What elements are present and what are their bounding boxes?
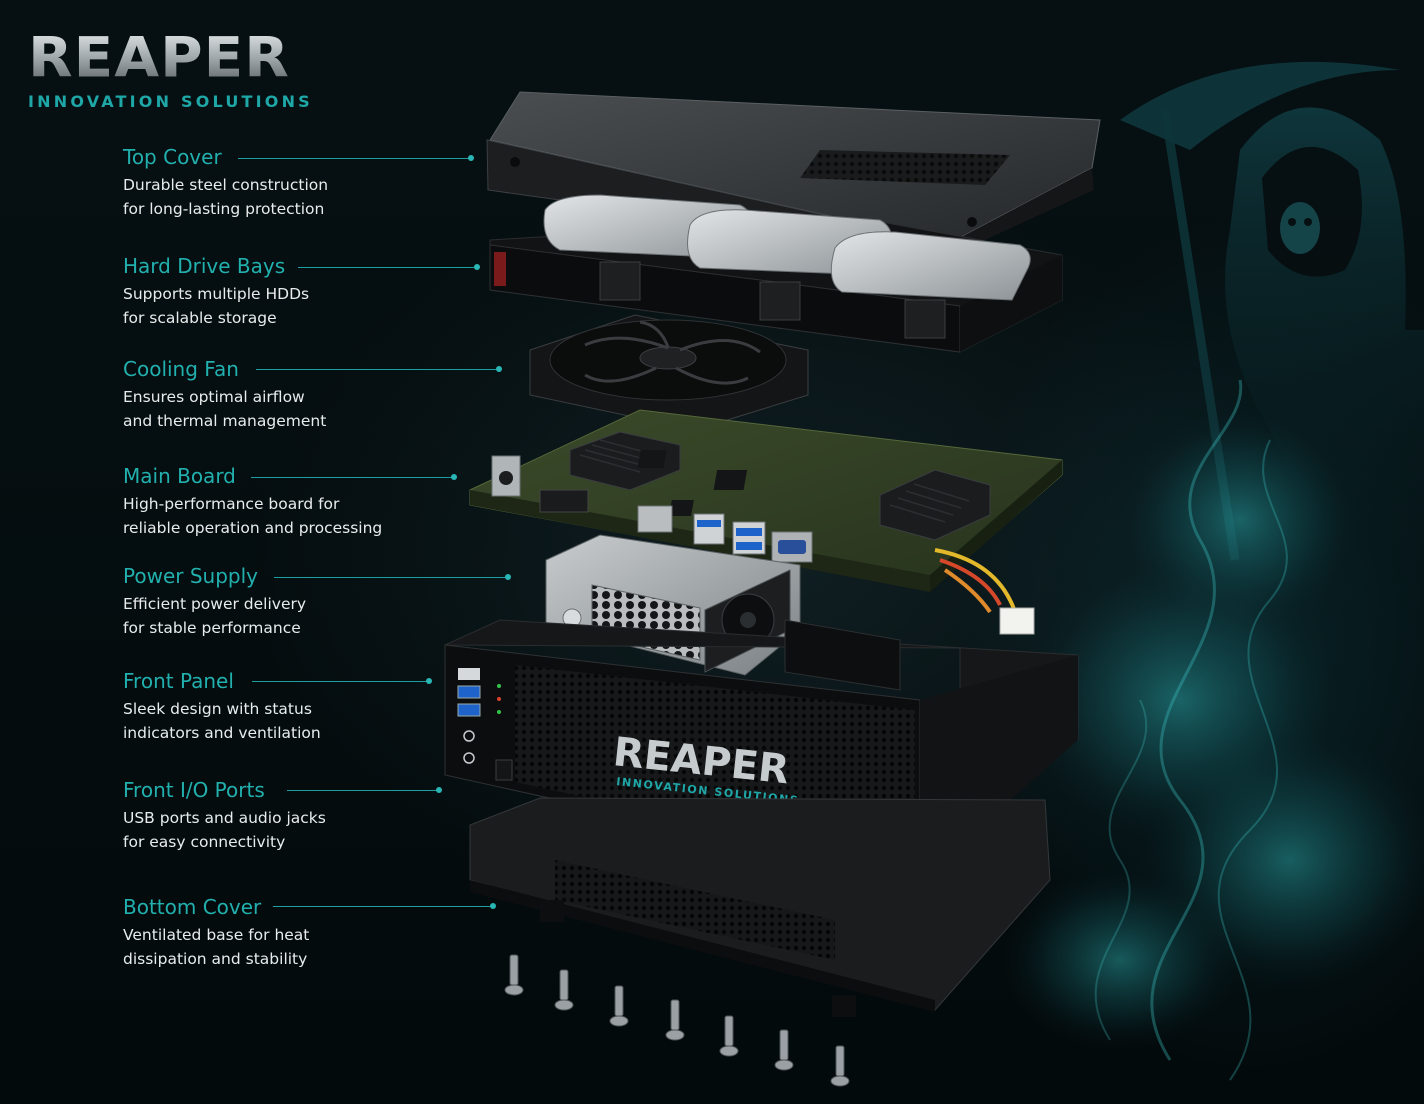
leader-line xyxy=(252,681,428,682)
callout-desc-line: reliable operation and processing xyxy=(123,519,383,537)
callout-bottom-cover: Bottom Cover Ventilated base for heat di… xyxy=(123,895,483,971)
callout-title: Front I/O Ports xyxy=(123,778,265,802)
callout-description: High-performance board for reliable oper… xyxy=(123,492,483,540)
callout-desc-line: Efficient power delivery xyxy=(123,595,307,613)
callout-title: Cooling Fan xyxy=(123,357,239,381)
callout-top-cover: Top Cover Durable steel construction for… xyxy=(123,145,483,221)
callout-desc-line: Ensures optimal airflow xyxy=(123,388,305,406)
callout-title: Front Panel xyxy=(123,669,234,693)
callout-title: Bottom Cover xyxy=(123,895,262,919)
callout-desc-line: Supports multiple HDDs xyxy=(123,285,310,303)
leader-line xyxy=(273,906,491,907)
callout-cooling-fan: Cooling Fan Ensures optimal airflow and … xyxy=(123,357,483,433)
leader-dot xyxy=(426,678,432,684)
leader-line xyxy=(256,369,498,370)
callout-desc-line: High-performance board for xyxy=(123,495,340,513)
callout-desc-line: USB ports and audio jacks xyxy=(123,809,326,827)
callout-desc-line: for long-lasting protection xyxy=(123,200,325,218)
front-io-ports-part xyxy=(457,668,481,764)
callout-desc-line: for stable performance xyxy=(123,619,301,637)
hard-drive-bays-part xyxy=(489,194,1063,353)
leader-line xyxy=(251,477,453,478)
leader-dot xyxy=(505,574,511,580)
callout-main-board: Main Board High-performance board for re… xyxy=(123,464,483,540)
callout-title: Top Cover xyxy=(123,145,222,169)
cooling-fan-part xyxy=(529,314,809,431)
callout-power-supply: Power Supply Efficient power delivery fo… xyxy=(123,564,483,640)
bottom-cover-part xyxy=(469,797,1051,1017)
leader-line xyxy=(298,267,476,268)
leader-dot xyxy=(436,787,442,793)
leader-line xyxy=(287,790,437,791)
brand-name: REAPER xyxy=(28,30,328,85)
leader-line xyxy=(238,158,470,159)
callout-title: Hard Drive Bays xyxy=(123,254,286,278)
brand-tagline: INNOVATION SOLUTIONS xyxy=(28,92,313,111)
callout-description: USB ports and audio jacks for easy conne… xyxy=(123,806,483,854)
leader-line xyxy=(274,577,506,578)
callout-description: Supports multiple HDDs for scalable stor… xyxy=(123,282,483,330)
callout-desc-line: Sleek design with status xyxy=(123,700,312,718)
callout-title: Power Supply xyxy=(123,564,258,588)
status-led-icon xyxy=(497,684,501,714)
smoke-icon xyxy=(1000,379,1424,1081)
leader-dot xyxy=(451,474,457,480)
callout-desc-line: for easy connectivity xyxy=(123,833,286,851)
callout-desc-line: for scalable storage xyxy=(123,309,277,327)
leader-dot xyxy=(474,264,480,270)
callout-desc-line: indicators and ventilation xyxy=(123,724,321,742)
callout-description: Efficient power delivery for stable perf… xyxy=(123,592,483,640)
callout-description: Ensures optimal airflow and thermal mana… xyxy=(123,385,483,433)
callout-desc-line: and thermal management xyxy=(123,412,327,430)
main-board-part xyxy=(469,409,1063,635)
callout-front-io-ports: Front I/O Ports USB ports and audio jack… xyxy=(123,778,483,854)
callout-front-panel: Front Panel Sleek design with status ind… xyxy=(123,669,483,745)
callout-description: Sleek design with status indicators and … xyxy=(123,697,483,745)
callout-desc-line: Durable steel construction xyxy=(123,176,329,194)
screw-icon xyxy=(504,954,850,1087)
callout-description: Ventilated base for heat dissipation and… xyxy=(123,923,483,971)
callout-description: Durable steel construction for long-last… xyxy=(123,173,483,221)
callout-desc-line: dissipation and stability xyxy=(123,950,308,968)
leader-dot xyxy=(496,366,502,372)
leader-dot xyxy=(490,903,496,909)
callout-hard-drive-bays: Hard Drive Bays Supports multiple HDDs f… xyxy=(123,254,483,330)
callout-title: Main Board xyxy=(123,464,236,488)
brand-logo: REAPER INNOVATION SOLUTIONS xyxy=(28,30,328,111)
leader-dot xyxy=(468,155,474,161)
grim-reaper-icon xyxy=(1120,61,1424,621)
callout-desc-line: Ventilated base for heat xyxy=(123,926,310,944)
